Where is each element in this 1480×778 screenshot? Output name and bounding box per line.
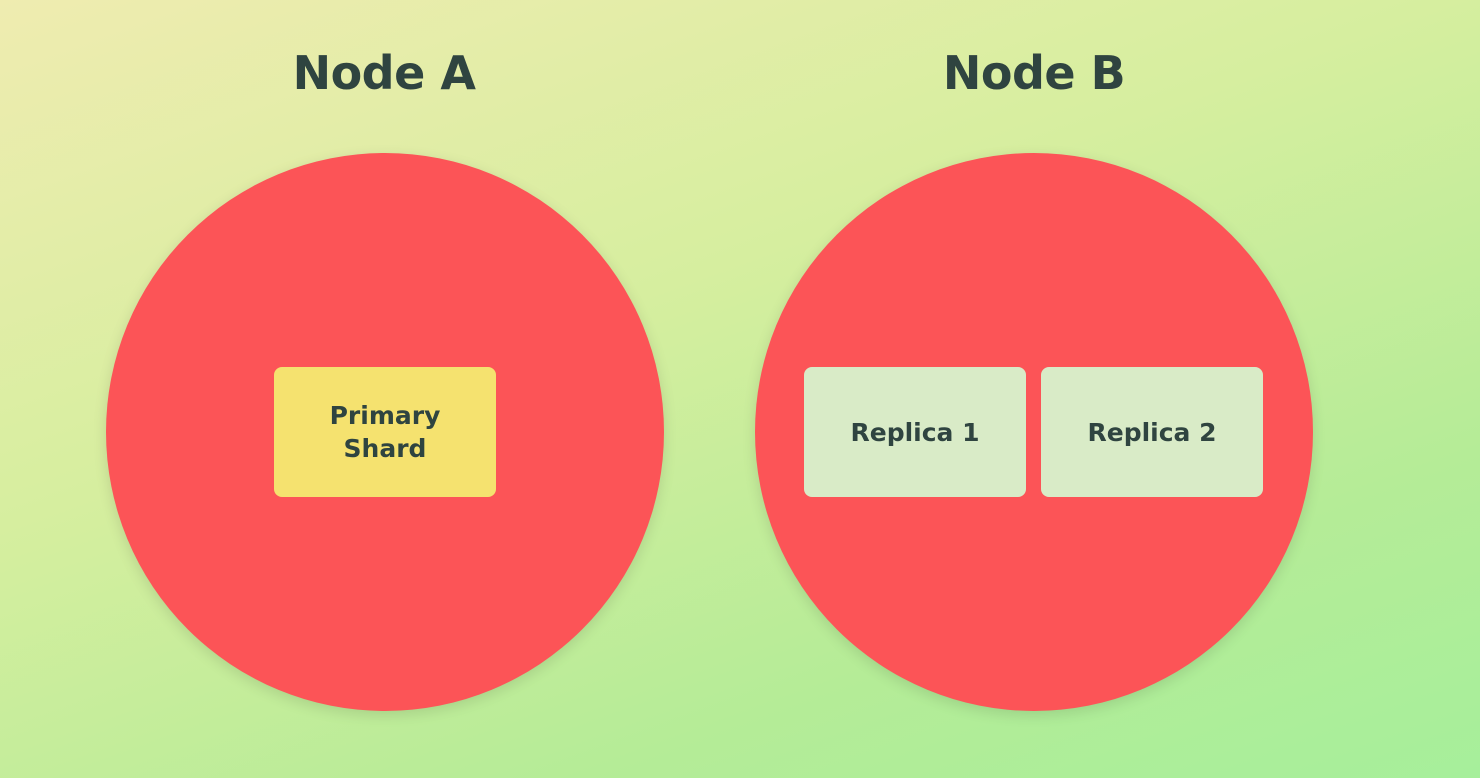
node-b-circle: Replica 1 Replica 2	[755, 153, 1313, 711]
replica-shard-2: Replica 2	[1041, 367, 1263, 497]
replica-shard-1-label: Replica 1	[850, 417, 980, 447]
node-a-circle: Primary Shard	[106, 153, 664, 711]
node-b-title: Node B	[942, 46, 1126, 100]
primary-shard-label: Primary Shard	[329, 401, 441, 463]
primary-shard: Primary Shard	[274, 367, 496, 497]
replica-shard-1: Replica 1	[804, 367, 1026, 497]
node-a-title: Node A	[292, 46, 476, 100]
replica-shard-2-label: Replica 2	[1087, 417, 1217, 447]
